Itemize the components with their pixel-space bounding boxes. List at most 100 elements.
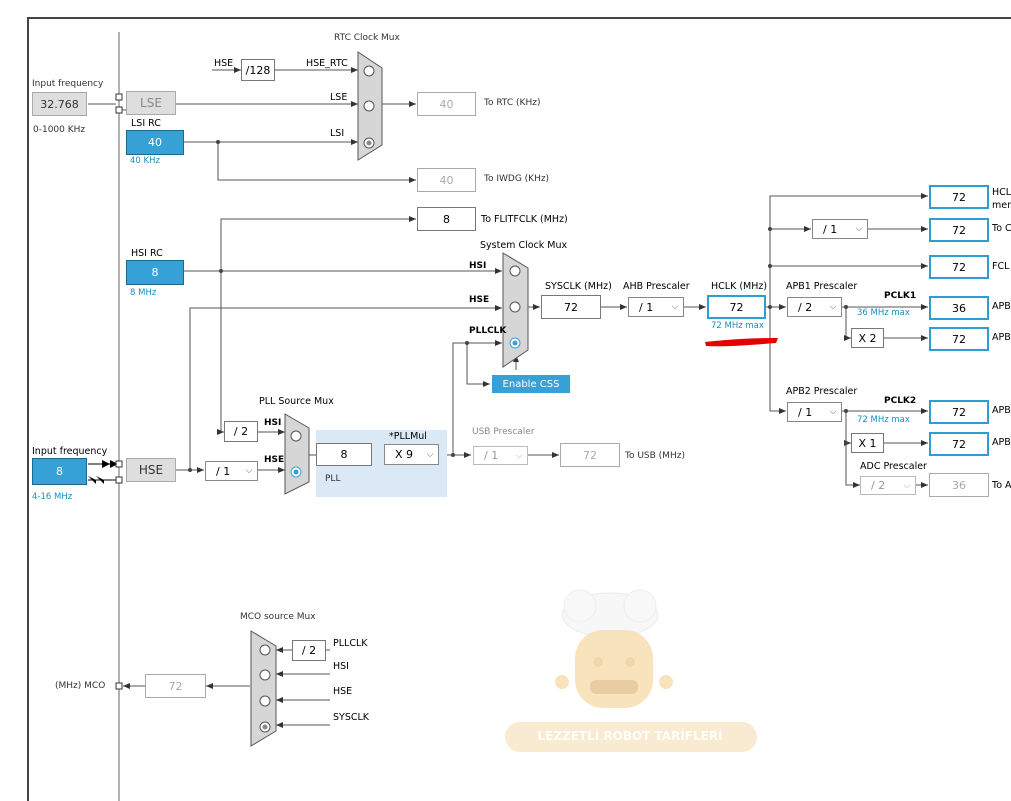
lse-box[interactable]: LSE xyxy=(126,91,176,115)
rtc-hse-rtc-label: HSE_RTC xyxy=(306,58,348,69)
rtc-lse-input: LSE xyxy=(330,92,348,103)
cortex-timer-divider-select[interactable]: / 1 ⌵ xyxy=(812,219,868,239)
pclk2-label: PCLK2 xyxy=(884,396,917,406)
hse-input-label: Input frequency xyxy=(32,446,108,457)
apb2-timer-output-label: APB xyxy=(992,437,1011,448)
apb2-prescaler-select[interactable]: / 1 ⌵ xyxy=(787,402,842,422)
watermark-text: LEZZETLİ ROBOT TARİFLERİ xyxy=(537,729,723,743)
lsi-freq: 40 KHz xyxy=(130,156,160,166)
mco-pll-divider: / 2 xyxy=(292,640,326,661)
mco-input-hse: HSE xyxy=(333,686,353,697)
rtc-hse-label: HSE xyxy=(214,58,234,69)
hclk-memory-output[interactable]: 72 xyxy=(929,185,989,209)
apb1-prescaler-value: / 2 xyxy=(798,300,813,314)
iwdg-output-label: To IWDG (KHz) xyxy=(484,174,550,184)
watermark-logo xyxy=(505,589,757,752)
apb2-timer-multiplier: X 1 xyxy=(851,433,884,453)
hse-range: 4-16 MHz xyxy=(32,492,73,502)
hclk-memory-output-label-2: mem xyxy=(992,200,1011,211)
hse-pll-divider-value: / 1 xyxy=(216,464,231,478)
apb2-prescaler-value: / 1 xyxy=(798,405,813,419)
hclk-max: 72 MHz max xyxy=(711,321,764,331)
pll-mul-value: X 9 xyxy=(395,448,414,461)
adc-prescaler-value: / 2 xyxy=(871,479,886,492)
fclk-output-label: FCL xyxy=(992,261,1010,272)
hclk-memory-output-label: HCL xyxy=(992,187,1011,198)
apb1-peripheral-output[interactable]: 36 xyxy=(929,296,989,320)
enable-css-button[interactable]: Enable CSS xyxy=(492,375,570,393)
apb2-peripheral-output[interactable]: 72 xyxy=(929,400,989,424)
ahb-prescaler-value: / 1 xyxy=(639,300,654,314)
lsi-box[interactable]: 40 xyxy=(126,130,184,155)
rtc-output[interactable]: 40 xyxy=(417,92,476,116)
mco-mux-title: MCO source Mux xyxy=(240,612,316,622)
flitfclk-output[interactable]: 8 xyxy=(417,207,476,231)
mco-mux-shape xyxy=(250,630,277,747)
pclk1-label: PCLK1 xyxy=(884,291,917,301)
apb1-timer-multiplier: X 2 xyxy=(851,328,884,348)
apb1-prescaler-select[interactable]: / 2 ⌵ xyxy=(787,297,842,317)
pclk2-max: 72 MHz max xyxy=(857,415,910,425)
hse-pll-divider-select[interactable]: / 1 ⌵ xyxy=(205,461,258,481)
chevron-down-icon: ⌵ xyxy=(829,302,837,312)
lse-input-field[interactable]: 32.768 xyxy=(32,92,87,116)
mco-output[interactable]: 72 xyxy=(145,674,206,698)
hsi-freq: 8 MHz xyxy=(130,288,157,298)
cortex-timer-output-label: To C xyxy=(992,223,1011,234)
chevron-down-icon: ⌵ xyxy=(903,480,911,491)
hse-box[interactable]: HSE xyxy=(126,458,176,482)
chevron-down-icon: ⌵ xyxy=(245,466,253,476)
usb-prescaler-select[interactable]: / 1 ⌵ xyxy=(473,446,528,465)
adc-prescaler-label: ADC Prescaler xyxy=(860,461,927,472)
chevron-down-icon: ⌵ xyxy=(426,449,434,460)
hsi-box[interactable]: 8 xyxy=(126,260,184,285)
pll-mul-select[interactable]: X 9 ⌵ xyxy=(384,444,439,465)
sysclk-field[interactable]: 72 xyxy=(541,295,601,319)
fclk-output[interactable]: 72 xyxy=(929,255,989,279)
rtc-lsi-input: LSI xyxy=(330,128,345,139)
pll-source-mux-title: PLL Source Mux xyxy=(259,396,334,407)
lsi-title: LSI RC xyxy=(131,118,161,129)
cortex-timer-divider-value: / 1 xyxy=(823,222,838,236)
cortex-timer-output[interactable]: 72 xyxy=(929,218,989,242)
apb1-timer-output[interactable]: 72 xyxy=(929,327,989,351)
pclk1-max: 36 MHz max xyxy=(857,308,910,318)
apb1-prescaler-label: APB1 Prescaler xyxy=(786,281,858,292)
usb-output-label: To USB (MHz) xyxy=(625,451,685,461)
usb-prescaler-value: / 1 xyxy=(484,449,499,462)
rtc-hse-div[interactable]: /128 xyxy=(241,59,275,81)
adc-prescaler-select[interactable]: / 2 ⌵ xyxy=(860,476,916,495)
highlight-mark xyxy=(705,338,778,347)
hclk-input[interactable]: 72 xyxy=(707,295,766,319)
mco-input-sysclk: SYSCLK xyxy=(333,712,370,723)
pll-source-mux-shape xyxy=(284,413,310,495)
ahb-prescaler-label: AHB Prescaler xyxy=(623,281,690,292)
chevron-down-icon: ⌵ xyxy=(829,407,837,417)
rtc-output-label: To RTC (KHz) xyxy=(484,98,541,108)
pll-input: 8 xyxy=(316,443,372,466)
mco-input-pllclk: PLLCLK xyxy=(333,638,368,649)
pll-mul-label: *PLLMul xyxy=(389,431,427,442)
pll-label: PLL xyxy=(325,474,341,484)
chevron-down-icon: ⌵ xyxy=(671,302,679,312)
system-mux-title: System Clock Mux xyxy=(480,240,568,251)
iwdg-output[interactable]: 40 xyxy=(417,168,476,192)
adc-output[interactable]: 36 xyxy=(929,473,989,497)
hclk-label: HCLK (MHz) xyxy=(711,281,768,292)
apb1-timer-output-label: APB xyxy=(992,332,1011,343)
apb2-timer-output[interactable]: 72 xyxy=(929,432,989,456)
usb-output[interactable]: 72 xyxy=(560,443,620,467)
mco-input-hsi: HSI xyxy=(333,661,349,672)
apb2-peripheral-output-label: APB xyxy=(992,405,1011,416)
hse-input-field[interactable]: 8 xyxy=(32,458,87,485)
apb1-peripheral-output-label: APB xyxy=(992,301,1011,312)
adc-output-label: To A xyxy=(992,480,1011,491)
chevron-down-icon: ⌵ xyxy=(515,450,523,461)
system-mux-pllclk: PLLCLK xyxy=(469,326,507,336)
hsi-title: HSI RC xyxy=(131,248,163,259)
mco-output-label: (MHz) MCO xyxy=(55,681,106,691)
usb-prescaler-label: USB Prescaler xyxy=(472,427,535,437)
ahb-prescaler-select[interactable]: / 1 ⌵ xyxy=(628,297,684,317)
sysclk-label: SYSCLK (MHz) xyxy=(545,281,612,292)
